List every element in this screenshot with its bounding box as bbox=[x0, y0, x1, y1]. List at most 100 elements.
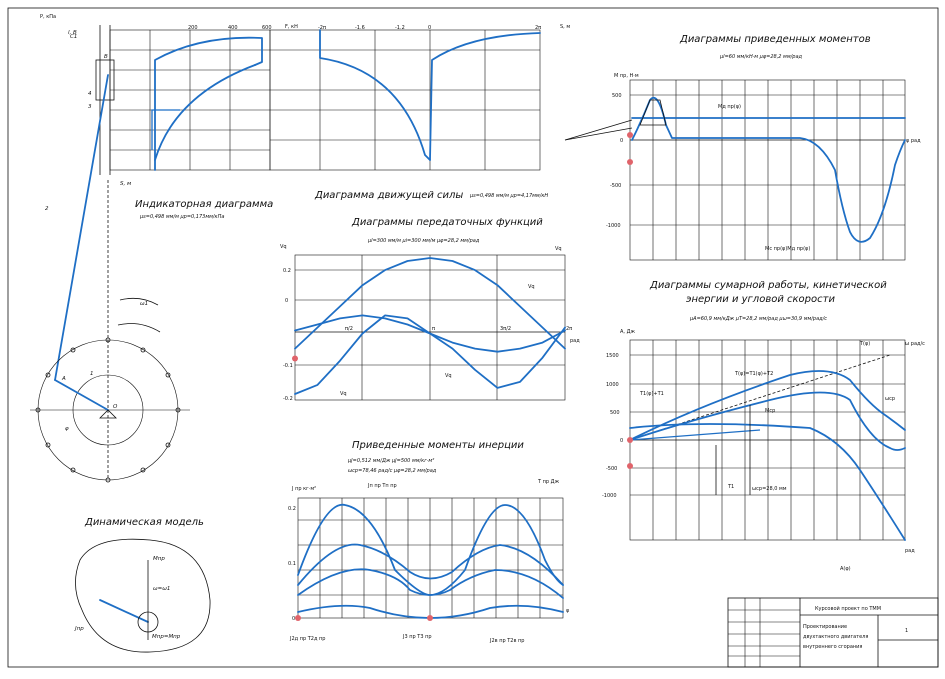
work-grid bbox=[629, 339, 906, 541]
transfer-tick-1: 0 bbox=[285, 298, 288, 304]
work-tick-5: -1000 bbox=[602, 493, 617, 499]
mechanism-scheme: 4 3 B 2 A 1 O φ ω1 bbox=[30, 25, 190, 483]
sheet-frame bbox=[7, 7, 939, 668]
work-energy-diagram: Диаграммы сумарной работы, кинетической … bbox=[602, 279, 925, 572]
link-2-label: 2 bbox=[45, 206, 49, 212]
link-1-label: 1 bbox=[90, 371, 94, 377]
transfer-title: Диаграммы передаточных функций bbox=[351, 217, 543, 228]
work-origin-marker bbox=[627, 437, 633, 443]
title-block: Курсовой проект по ТММ Проектирование дв… bbox=[727, 597, 939, 668]
indicator-top-axis: P, кПа bbox=[40, 14, 56, 20]
force-s-axis: S, м bbox=[560, 24, 570, 30]
piston-block bbox=[95, 59, 115, 101]
work-tick-4: -500 bbox=[606, 466, 617, 472]
indicator-expansion-curve bbox=[154, 36, 263, 171]
rotation-arrow-1 bbox=[119, 297, 159, 306]
transfer-series-3 bbox=[294, 314, 566, 395]
omega-axis: ω рад/с bbox=[905, 341, 925, 347]
force-tick-1: -1.6 bbox=[355, 25, 365, 31]
work-t2-label: T(φ)=T1(φ)+T2 bbox=[734, 371, 773, 377]
crank-link bbox=[54, 379, 109, 411]
moments-hatched-area bbox=[639, 99, 667, 126]
indicator-title: Индикаторная диаграмма bbox=[135, 199, 273, 210]
link-3-label: 3 bbox=[88, 104, 92, 110]
driving-force-diagram: S, м F, кН -2π -1.6 -1.2 0 2π Диаграмма … bbox=[269, 24, 570, 201]
work-t-curve bbox=[629, 370, 906, 441]
work-tick-1: 1000 bbox=[606, 382, 619, 388]
crank-positions bbox=[35, 337, 181, 483]
rotation-arrow-2 bbox=[117, 323, 161, 333]
work-axis: A, Дж bbox=[620, 329, 636, 335]
transfer-scale: μl=300 мм/м μi=300 мм/м μφ=28,2 мм/рад bbox=[367, 238, 480, 244]
moments-tick-1: 0 bbox=[620, 138, 623, 144]
transfer-tick-0: 0.2 bbox=[283, 268, 291, 274]
connecting-rod bbox=[54, 74, 109, 381]
moments-tick-2: -500 bbox=[610, 183, 621, 189]
work-tick-2: 500 bbox=[610, 410, 620, 416]
title-block-line2: двухтактного двигателя bbox=[803, 634, 868, 640]
transfer-functions-diagram: Диаграммы передаточных функций μl=300 мм… bbox=[280, 217, 580, 402]
omega1-label: ω1 bbox=[140, 301, 148, 307]
force-scale: μs=0,498 мм/м μp=4,17мм/кН bbox=[469, 193, 548, 199]
dynamic-model-title: Динамическая модель bbox=[84, 517, 204, 528]
force-title: Диаграмма движущей силы bbox=[314, 190, 463, 201]
inertia-bot-label-1: J2д пр T2д пр bbox=[289, 636, 325, 642]
indicator-bottom-label: S, м bbox=[120, 181, 131, 187]
crank-support-icon bbox=[99, 409, 117, 419]
inertia-left-axis: J пр кг·м² bbox=[291, 486, 316, 492]
reduced-inertia-diagram: Приведенные моменты инерции μJ=0,512 мм/… bbox=[288, 440, 570, 644]
indicator-compression-curve bbox=[154, 64, 256, 161]
moments-lead-line-1 bbox=[564, 119, 633, 141]
moments-lead-line-2 bbox=[564, 127, 633, 141]
reduced-moments-diagram: Диаграммы приведенных моментов μl=60 мм/… bbox=[564, 34, 921, 261]
force-compression-curve bbox=[429, 32, 541, 161]
inertia-scale-2: ωср=78,46 рад/с μφ=28,2 мм/рад bbox=[348, 468, 437, 474]
indicator-tick-0: 200 bbox=[188, 25, 198, 31]
vq-label-1: Vq bbox=[528, 284, 535, 290]
indicator-aux-curve bbox=[151, 109, 180, 150]
title-block-project: Курсовой проект по ТММ bbox=[815, 605, 881, 612]
inertia-curve-total bbox=[297, 503, 564, 596]
moments-marker-bottom bbox=[627, 159, 633, 165]
transfer-right-axis: Vq bbox=[555, 246, 562, 252]
inertia-right-axis: T пр Дж bbox=[537, 479, 560, 485]
transfer-tick-3: -0.1 bbox=[283, 363, 293, 369]
inertia-scale-1: μJ=0,512 мм/Дж μJ=500 мм/кг·м² bbox=[347, 458, 434, 464]
moment-sum-curve bbox=[631, 96, 906, 243]
dynamic-model: Динамическая модель Jпр Mпр ω=ω1 Mпр=Mпр bbox=[74, 517, 211, 653]
link-4-label: 4 bbox=[88, 91, 92, 97]
indicator-diagram: P, кПа l, B 200 400 600 S, м Индикаторна… bbox=[40, 14, 273, 220]
inertia-top-label: Jп пр Tп пр bbox=[367, 483, 397, 489]
moments-tick-3: -1000 bbox=[606, 223, 621, 229]
inertia-tick-2: 0 bbox=[292, 616, 295, 622]
force-expansion-curve bbox=[319, 29, 431, 161]
indicator-tick-2: 600 bbox=[262, 25, 272, 31]
work-tmax-label: ωср=28,0 мм bbox=[752, 486, 787, 492]
model-j-label: Jпр bbox=[74, 626, 84, 632]
work-t1-curve bbox=[629, 429, 761, 441]
work-title-2: энергии и угловой скорости bbox=[686, 294, 835, 305]
work-t2-curve bbox=[629, 391, 906, 451]
inertia-mid-marker bbox=[427, 615, 433, 621]
force-tick-3: 0 bbox=[428, 25, 431, 31]
transfer-curves bbox=[292, 257, 566, 395]
transfer-x-tick-3: 2π bbox=[566, 326, 572, 332]
transfer-x-label: рад bbox=[570, 338, 580, 344]
moments-grid bbox=[629, 79, 906, 261]
transfer-left-axis: Vq bbox=[280, 244, 287, 250]
phi-label: φ bbox=[65, 426, 69, 432]
transfer-tick-4: -0.2 bbox=[283, 396, 293, 402]
force-tick-2: -1.2 bbox=[395, 25, 405, 31]
point-o-label: O bbox=[113, 404, 118, 410]
point-c1-label: C1 bbox=[70, 34, 77, 40]
point-a-label: A bbox=[61, 376, 66, 382]
work-tick-3: 0 bbox=[620, 438, 623, 444]
transfer-x-tick-0: π/2 bbox=[345, 326, 353, 332]
point-b-label: B bbox=[104, 54, 108, 60]
title-block-line3: внутреннего сгорания bbox=[803, 644, 862, 650]
moment-sum-label: Mс пр(φ)Mд пр(φ) bbox=[765, 246, 810, 252]
model-link bbox=[99, 599, 149, 623]
model-omega-label: ω=ω1 bbox=[153, 586, 170, 592]
inertia-title: Приведенные моменты инерции bbox=[352, 440, 524, 451]
